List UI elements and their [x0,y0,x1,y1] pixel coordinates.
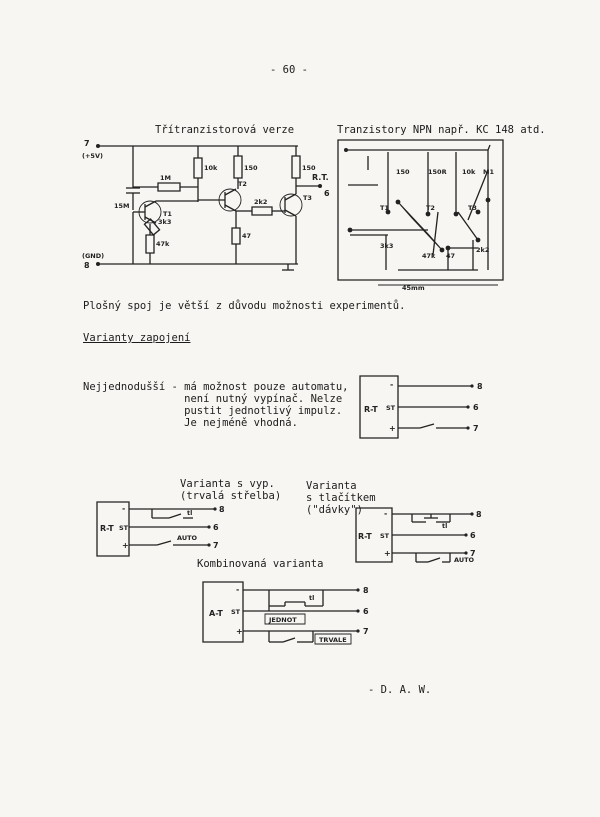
variant-switch-diagram: R-T ST - + tl AUTO 8 6 7 [97,500,225,560]
variant-switch-title-1: Varianta s vyp. [180,478,275,490]
pcb-47: 47 [446,252,455,260]
label-5v: (+5V) [82,152,103,160]
pcb-150a: 150 [396,168,410,176]
pcb-scale: 45mm [402,284,425,292]
rt-label: R.T. [312,173,329,182]
vs-rt: R-T [100,524,114,533]
vs-auto: AUTO [177,534,198,542]
out6-label: 6 [324,189,330,198]
r-47: 47 [242,232,251,240]
vb-rt: R-T [358,532,372,541]
t3-label: T3 [303,194,312,202]
variant-button-title-2: s tlačítkem [306,492,376,504]
vb-tl: tl [442,522,447,530]
comb-st: ST [231,608,241,616]
combined-diagram: A-T ST - + tl JEDNOT TRVALE 8 6 7 [203,582,369,650]
pcb-150b: 150R [428,168,447,176]
r-1m: 1M [160,174,171,182]
three-transistor-schematic: 10k 150 150 1M 3k3 47k 2k2 47 15M T1 T2 … [82,139,330,275]
label-8: 8 [84,261,90,270]
variant-button-title-3: ("dávky") [306,504,363,516]
comb-single: JEDNOT [268,616,297,624]
r-150b: 150 [302,164,316,172]
r-3k3: 3k3 [158,218,171,226]
variant-button-title-1: Varianta [306,480,357,492]
simplest-plus: + [389,424,396,433]
simplest-out8: 8 [477,382,483,391]
vb-auto: AUTO [454,556,475,564]
t1-label: T1 [163,210,172,218]
pcb-22: 2k2 [476,246,489,254]
c-15m: 15M [114,202,130,210]
section-title: Varianty zapojení [83,332,191,344]
vs-minus: - [122,504,125,513]
simplest-line-2: není nutný vypínač. Nelze [83,393,343,405]
simplest-line-1: Nejjednodušší - má možnost pouze automat… [83,381,349,393]
vs-st: ST [119,524,129,532]
vb-minus: - [384,509,387,518]
vs-out8: 8 [219,505,225,514]
t2-label: T2 [238,180,247,188]
pcb-33k: 3k3 [380,242,393,250]
simplest-diagram: R-T ST - + 8 6 7 [360,374,483,442]
simplest-out6: 6 [473,403,479,412]
comb-out8: 8 [363,586,369,595]
vb-out6: 6 [470,531,476,540]
vb-st: ST [380,532,390,540]
pcb-t3: T3 [468,204,477,212]
signature: - D. A. W. [368,684,432,696]
vb-plus: + [384,549,391,558]
simplest-rt: R-T [364,405,378,414]
comb-out7: 7 [363,627,369,636]
vs-plus: + [122,541,129,550]
page-number: - 60 - [270,64,308,76]
variant-switch-title-2: (trvalá střelba) [180,490,282,502]
vb-out8: 8 [476,510,482,519]
simplest-out7: 7 [473,424,479,433]
simplest-st: ST [386,404,396,412]
simplest-line-3: pustit jednotlivý impulz. [83,405,343,417]
comb-out6: 6 [363,607,369,616]
r-2k2: 2k2 [254,198,267,206]
comb-at: A-T [209,609,223,618]
variant-button-diagram: R-T ST - + tl AUTO 8 6 7 [356,508,482,564]
comb-tl: tl [309,594,314,602]
schematic-title: Třítranzistorová verze [155,124,295,136]
comb-trvale: TRVALE [319,636,347,644]
simplest-line-4: Je nejméně vhodná. [83,417,298,429]
vs-out7: 7 [213,541,219,550]
pcb-47k: 47k [422,252,436,260]
pcb-10k: 10k [462,168,476,176]
pcb-layout: 150 150R 10k M1 T1 T2 T3 3k3 47k 47 2k2 … [338,140,508,292]
pcb-t1: T1 [380,204,389,212]
combined-title: Kombinovaná varianta [197,558,324,570]
r-10k: 10k [204,164,218,172]
simplest-minus: - [390,380,393,389]
pcb-title: Tranzistory NPN např. KC 148 atd. [337,124,546,136]
pcb-t2: T2 [426,204,435,212]
pcb-1m: M1 [483,168,494,176]
vb-out7: 7 [470,549,476,558]
r-47k: 47k [156,240,170,248]
r-150a: 150 [244,164,258,172]
vs-tl: tl [187,509,192,517]
label-7: 7 [84,139,90,148]
vs-out6: 6 [213,523,219,532]
label-gnd: (GND) [82,252,104,260]
comb-plus: + [236,627,243,636]
pcb-note: Plošný spoj je větší z důvodu možnosti e… [83,300,406,312]
comb-minus: - [236,585,239,594]
